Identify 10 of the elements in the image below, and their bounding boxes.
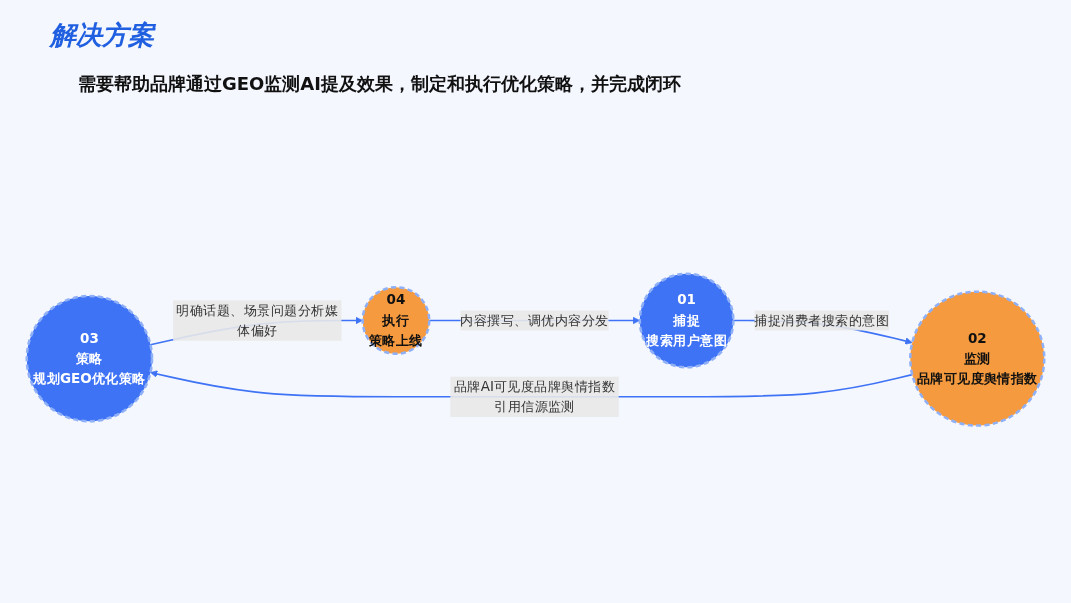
edge-label: 明确话题、场景问题分析媒体偏好 xyxy=(176,302,339,339)
edge-label: 捕捉消费者搜索的意图 xyxy=(754,312,890,329)
node-circle: 04 执行 策略上线 xyxy=(361,286,431,356)
node-circle: 02 监测 品牌可见度舆情指数 xyxy=(909,290,1046,428)
edge-label: 品牌AI可见度品牌舆情指数引用信源监测 xyxy=(453,378,616,415)
subtitle: 需要帮助品牌通过GEO监测AI提及效果，制定和执行优化策略，并完成闭环 xyxy=(78,72,681,96)
node-circle: 03 策略 规划GEO优化策略 xyxy=(25,295,154,423)
edge-label: 内容撰写、调优内容分发 xyxy=(460,312,609,329)
title: 解决方案 xyxy=(50,19,154,52)
node-circle: 01 捕捉 搜索用户意图 xyxy=(638,272,735,369)
